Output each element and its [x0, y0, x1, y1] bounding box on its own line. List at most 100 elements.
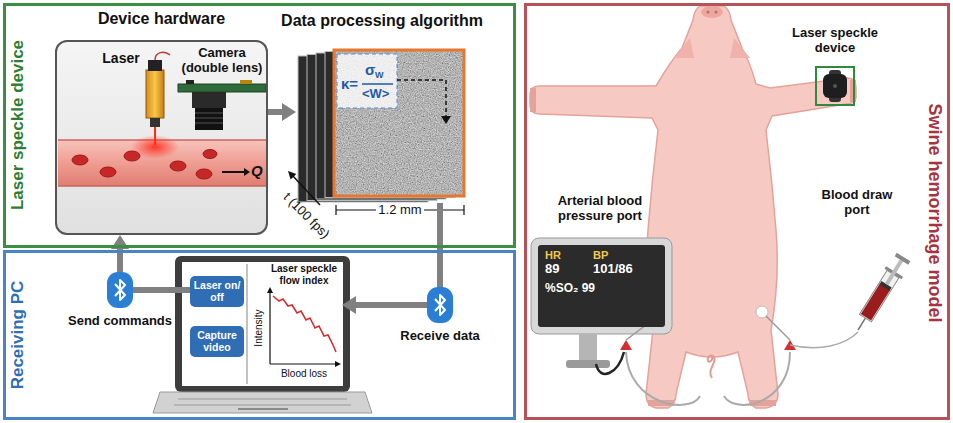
node-text: HR [545, 249, 561, 262]
monitor-illustration-part [566, 360, 610, 368]
node-text: BP [593, 249, 608, 262]
node-text: Laser on/ off [192, 279, 242, 303]
ui-button: Laser on/ off [190, 276, 244, 307]
hardware-illustration-part [150, 118, 160, 127]
syringe-illustration-part [790, 332, 858, 348]
dimension-label: 1.2 mm [376, 203, 424, 218]
hardware-illustration-part [100, 167, 116, 177]
syringe-illustration-part [724, 352, 790, 405]
pig-illustration-part [715, 11, 718, 14]
node-text: 101/86 [593, 262, 633, 277]
monitor-illustration-part [596, 352, 624, 374]
laptop-illustration-part [273, 296, 336, 352]
hardware-illustration-part [58, 185, 266, 187]
laptop-illustration-part [153, 392, 372, 413]
connector [268, 103, 296, 121]
chart-pane: Laser speckle flow indexIntensityBlood l… [250, 262, 342, 384]
laptop-illustration-part [267, 287, 273, 293]
image-stack-illustration-part [334, 50, 464, 196]
image-stack-illustration-part [337, 54, 397, 108]
monitor-illustration-part [531, 238, 672, 334]
node-text: Laser speckle device [8, 40, 28, 210]
flow-symbol: Q [251, 162, 263, 179]
monitor-illustration-part [626, 352, 700, 405]
bluetooth-icon-part [427, 287, 453, 323]
formula-text: W [375, 70, 384, 80]
image-stack: Data processing algorithm [296, 45, 468, 203]
image-stack-illustration-part [362, 83, 393, 85]
laptop-illustration-part [246, 264, 247, 384]
arrow-head [282, 103, 296, 121]
hardware-illustration-part [186, 80, 194, 84]
arrow-head [342, 296, 356, 314]
node-text: 89 [545, 262, 559, 277]
pig-illustration-part [730, 38, 750, 58]
node-text: %SO₂ 99 [545, 282, 595, 296]
hardware-illustration-part [203, 150, 217, 159]
formula-text: <W> [362, 87, 389, 102]
syringe-illustration-part-part [859, 270, 898, 322]
hardware-illustration [55, 40, 268, 235]
laptop-illustration-part [269, 291, 270, 364]
image-stack-illustration-part [335, 205, 336, 215]
laptop-illustration-part [174, 405, 351, 406]
connector-line [268, 109, 284, 115]
laptop-illustration-part [335, 361, 341, 367]
pig-illustration-part [674, 38, 694, 58]
connector-line [354, 203, 440, 305]
edge-label: Receive data [385, 329, 495, 344]
laptop-illustration-part [270, 363, 337, 364]
node-text: Blood loss [266, 368, 342, 380]
laptop-illustration-part [178, 399, 347, 400]
connector [342, 203, 440, 314]
monitor-illustration-part [579, 334, 597, 362]
hardware-illustration-part [196, 169, 212, 179]
hardware-illustration-part [154, 127, 156, 145]
monitor-screen: HR89 BP101/86 %SO₂ 99 [538, 245, 665, 327]
syringe-illustration-part-part [885, 259, 903, 285]
node-text: Data processing algorithm [256, 12, 508, 30]
node-text: Device hardware [45, 10, 278, 28]
image-stack-illustration-part [441, 116, 451, 124]
port-label: Arterial blood pressure port [544, 194, 656, 224]
laptop-illustration-part [175, 256, 350, 392]
laptop-illustration-part [182, 262, 343, 386]
syringe-illustration-part [850, 252, 913, 336]
node-text: Laser speckle device [780, 26, 890, 56]
laptop-illustration [153, 256, 372, 413]
pig-illustration-part [708, 355, 715, 378]
pig-illustration-part [701, 6, 723, 18]
syringe-illustration [724, 252, 912, 405]
syringe-illustration-part [766, 316, 790, 340]
formula-text: σ [365, 61, 375, 78]
hardware-illustration-part [148, 60, 162, 71]
image-stack-illustration-part [397, 80, 446, 117]
node-text: Intensity [253, 309, 265, 346]
bluetooth-icon [427, 287, 453, 323]
hardware-illustration-part [195, 118, 223, 119]
syringe-illustration-part-part [858, 318, 865, 330]
node-text: Laser speckle flow index [266, 263, 342, 286]
edge-label: Send commands [55, 314, 185, 329]
wearable-device-part [823, 74, 847, 98]
pig-illustration-part [850, 80, 856, 102]
part-label: Laser [98, 50, 144, 66]
wearable-device [823, 70, 847, 102]
monitor-illustration-part [620, 340, 632, 350]
hardware-illustration-part [192, 92, 226, 108]
syringe-illustration-part-part [861, 284, 890, 321]
image-stack-illustration-part [463, 205, 464, 215]
wearable-device-part [833, 84, 837, 88]
hardware-illustration-part [155, 52, 170, 60]
hardware-illustration-part [178, 84, 266, 92]
hardware-illustration-part [222, 171, 244, 173]
dimension-label: t (100 fps) [280, 190, 332, 242]
node-text: Capture video [192, 329, 242, 353]
ui-button: Capture video [190, 326, 244, 357]
bluetooth-icon-part [115, 280, 125, 300]
hardware-illustration-part [170, 161, 186, 171]
